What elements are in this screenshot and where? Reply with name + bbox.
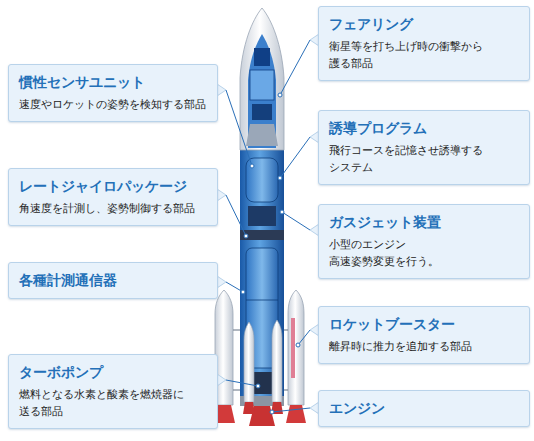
callout-box: レートジャイロパッケージ角速度を計測し、姿勢制御する部品: [8, 168, 218, 226]
callout-tail: [217, 276, 226, 288]
leader-line: [226, 282, 243, 292]
leader-dot: [280, 210, 284, 214]
solid-rocket-booster: [288, 290, 304, 405]
callout-heading: 各種計測通信器: [19, 270, 207, 290]
leader-dots: [241, 93, 300, 414]
booster-nozzle: [243, 402, 255, 414]
second-stage-tank: [246, 158, 278, 202]
callout-tails: [217, 34, 319, 414]
leader-line: [280, 137, 310, 178]
callout-description: 離昇時に推力を追加する部品: [329, 338, 519, 355]
callout-heading: 慣性センサユニット: [19, 72, 207, 92]
leader-lines: [226, 40, 310, 412]
callout-description: 速度やロケットの姿勢を検知する部品: [19, 96, 207, 113]
callout-description: 飛行コースを記憶させ誘導する システム: [329, 142, 494, 176]
callout-heading: ターボポンプ: [19, 362, 207, 382]
booster-strut: [233, 329, 240, 330]
fairing: [240, 8, 284, 150]
leader-dot: [296, 343, 300, 347]
booster-strut: [233, 389, 240, 390]
callout-tail: [217, 374, 226, 386]
payload-adapter: [246, 124, 278, 146]
leader-line: [226, 195, 246, 236]
callout-box: 誘導プログラム飛行コースを記憶させ誘導する システム: [318, 110, 530, 185]
leader-line: [226, 380, 258, 386]
booster-stripe: [291, 318, 295, 378]
satellite-part: [254, 48, 270, 66]
leader-line: [272, 408, 310, 412]
callout-tail: [217, 84, 226, 96]
callout-box: フェアリング衛星等を打ち上げ時の衝撃から 護る部品: [318, 6, 530, 81]
leader-dot: [241, 290, 245, 294]
callout-heading: ロケットブースター: [329, 314, 519, 334]
callout-box: ガスジェット装置小型のエンジン 高速姿勢変更を行う。: [318, 204, 530, 279]
second-stage-engine: [248, 206, 276, 226]
callout-heading: ガスジェット装置: [329, 212, 519, 232]
booster-strut: [284, 389, 288, 390]
small-booster: [244, 322, 254, 402]
callout-description: 衛星等を打ち上げ時の衝撃から 護る部品: [329, 38, 494, 72]
tank-bulkhead: [246, 300, 278, 301]
callout-heading: フェアリング: [329, 14, 519, 34]
callout-description: 角速度を計測し、姿勢制御する部品: [19, 200, 207, 217]
callout-box: エンジン: [318, 390, 530, 427]
leader-dot: [270, 410, 274, 414]
callout-box: ロケットブースター離昇時に推力を追加する部品: [318, 306, 530, 364]
callout-heading: 誘導プログラム: [329, 118, 519, 138]
leader-dot: [244, 234, 248, 238]
callout-description: 燃料となる水素と酸素を燃焼器に 送る部品: [19, 386, 195, 420]
satellite-body: [250, 70, 274, 100]
booster-nozzle: [271, 402, 283, 414]
callout-description: 小型のエンジン 高速姿勢変更を行う。: [329, 236, 450, 270]
callout-box: 慣性センサユニット速度やロケットの姿勢を検知する部品: [8, 64, 218, 122]
leader-line: [298, 330, 310, 345]
booster-nozzle: [286, 405, 306, 423]
leader-dot: [256, 384, 260, 388]
satellite-part: [252, 104, 272, 120]
callout-tail: [217, 189, 226, 201]
callout-box: ターボポンプ燃料となる水素と酸素を燃焼器に 送る部品: [8, 354, 218, 429]
leader-line: [280, 40, 310, 95]
leader-dot: [278, 176, 282, 180]
interstage: [240, 230, 284, 240]
leader-line: [282, 212, 310, 230]
callout-box: 各種計測通信器: [8, 262, 218, 299]
callout-heading: エンジン: [329, 398, 519, 418]
leader-dot: [250, 164, 254, 168]
booster-strut: [284, 329, 288, 330]
leader-line: [226, 90, 252, 166]
callout-heading: レートジャイロパッケージ: [19, 176, 207, 196]
leader-dot: [278, 93, 282, 97]
small-booster: [272, 320, 282, 402]
